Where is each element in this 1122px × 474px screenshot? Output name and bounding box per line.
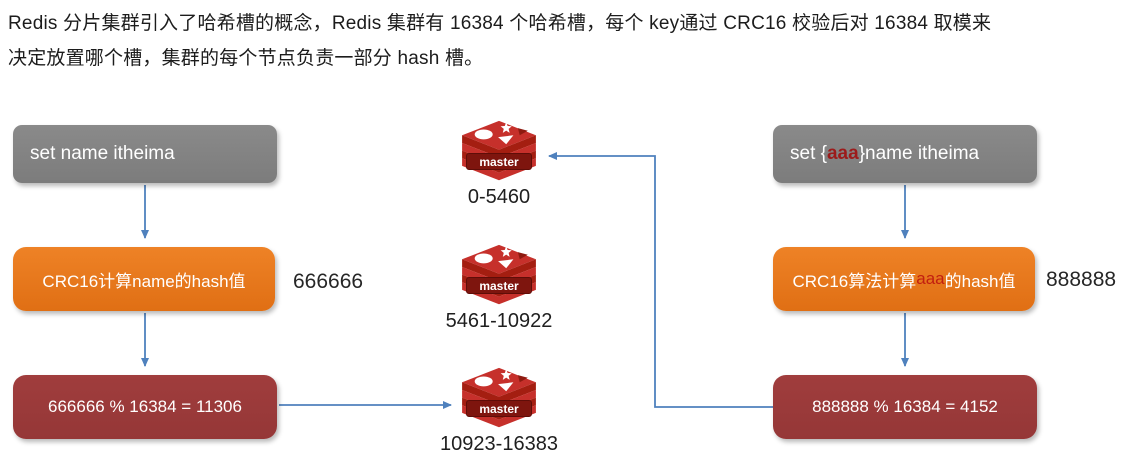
master-node-3: master 10923-16383 <box>437 367 561 456</box>
right-hash-value: 888888 <box>1046 268 1117 291</box>
header-line-1: Redis 分片集群引入了哈希槽的概念，Redis 集群有 16384 个哈希槽… <box>8 13 992 34</box>
left-command-text: set name itheima <box>30 143 175 164</box>
master-band-label: master <box>466 277 532 294</box>
right-crc-suffix: 的hash值 <box>944 271 1016 291</box>
right-command-prefix: set { <box>790 143 827 164</box>
right-crc-prefix: CRC16算法计算 <box>792 271 917 291</box>
right-command-suffix: }name itheima <box>858 143 980 164</box>
master-node-2: master 5461-10922 <box>437 244 561 333</box>
left-crc-box: CRC16计算name的hash值 <box>13 247 275 311</box>
master-band-label: master <box>466 153 532 170</box>
master-band-label: master <box>466 400 532 417</box>
master-slot-range: 5461-10922 <box>445 310 553 332</box>
right-command-box: set {aaa}name itheima <box>773 125 1037 183</box>
master-slot-range: 10923-16383 <box>440 433 558 455</box>
left-mod-text: 666666 % 16384 = 11306 <box>48 397 242 416</box>
hash-tag-highlight: aaa <box>826 143 859 164</box>
arrow-right-mod-to-master1 <box>548 152 773 408</box>
hash-tag-highlight: aaa <box>916 269 945 288</box>
left-hash-value: 666666 <box>293 270 364 293</box>
master-slot-range: 0-5460 <box>467 186 531 208</box>
right-mod-box: 888888 % 16384 = 4152 <box>773 375 1037 439</box>
left-command-box: set name itheima <box>13 125 277 183</box>
redis-master-icon <box>462 120 536 181</box>
header-line-2: 决定放置哪个槽，集群的每个节点负责一部分 hash 槽。 <box>8 48 484 69</box>
master-node-1: master 0-5460 <box>437 120 561 209</box>
left-crc-text: CRC16计算name的hash值 <box>42 271 246 291</box>
right-mod-text: 888888 % 16384 = 4152 <box>812 397 998 416</box>
left-mod-box: 666666 % 16384 = 11306 <box>13 375 277 439</box>
redis-master-icon <box>462 367 536 428</box>
redis-master-icon <box>462 244 536 305</box>
